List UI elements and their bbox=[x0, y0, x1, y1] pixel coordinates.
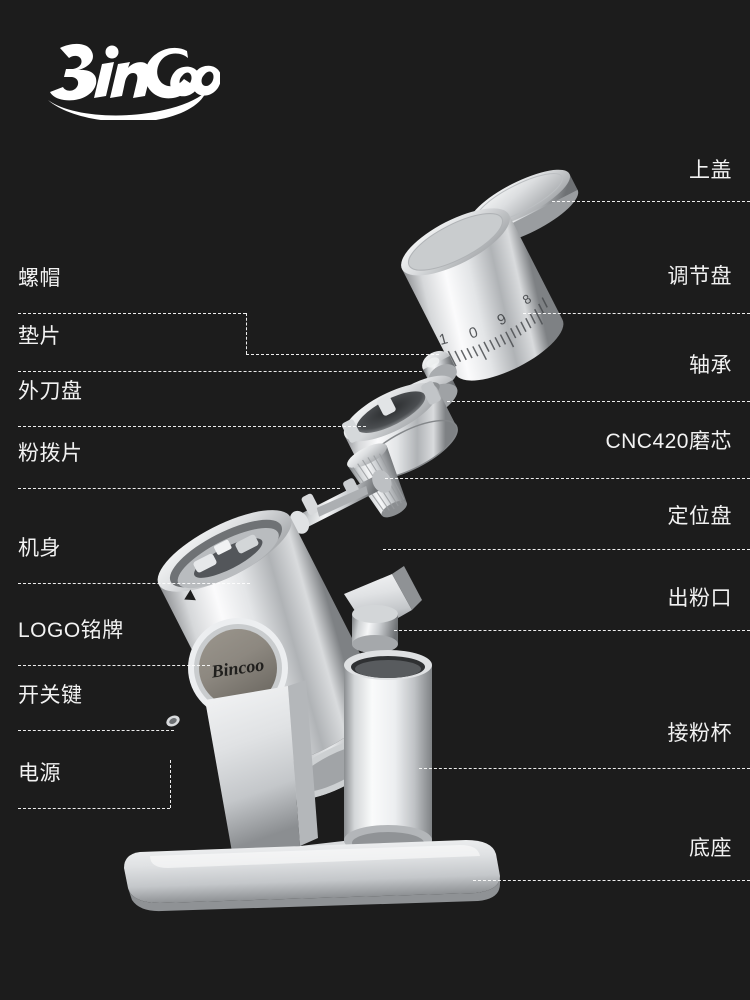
label-sweeper: 粉拨片 bbox=[18, 442, 83, 465]
leader-sweeper bbox=[18, 488, 340, 489]
index-marker bbox=[184, 589, 196, 601]
label-burr-core: CNC420磨芯 bbox=[605, 430, 732, 453]
leader-washer bbox=[18, 371, 422, 372]
leader-body bbox=[18, 583, 250, 584]
part-base bbox=[124, 840, 500, 912]
part-adjust-dial: 1 0 9 8 bbox=[401, 208, 564, 381]
label-adjust-dial: 调节盘 bbox=[667, 265, 732, 288]
part-sweeper bbox=[289, 469, 392, 534]
label-catch-cup: 接粉杯 bbox=[667, 722, 732, 745]
label-base: 底座 bbox=[689, 837, 732, 860]
label-washer: 垫片 bbox=[18, 325, 61, 348]
leader-burr-core bbox=[385, 478, 750, 479]
leader-outer-burr bbox=[18, 426, 366, 427]
dial-scale: 1 0 9 8 bbox=[437, 291, 548, 367]
leader-power-switch bbox=[18, 730, 174, 731]
leader-top-lid bbox=[552, 201, 750, 202]
leader-nut-h1 bbox=[18, 313, 246, 314]
leader-base bbox=[473, 880, 750, 881]
leader-outlet bbox=[394, 630, 750, 631]
part-catch-cup bbox=[344, 650, 432, 855]
label-outer-burr: 外刀盘 bbox=[18, 380, 83, 403]
bincoo-logo bbox=[30, 34, 220, 120]
part-outlet bbox=[344, 566, 422, 653]
label-nut: 螺帽 bbox=[18, 267, 61, 290]
label-power-switch: 开关键 bbox=[18, 684, 83, 707]
leader-logo-plate bbox=[18, 665, 210, 666]
part-power-switch bbox=[166, 715, 180, 727]
leader-catch-cup bbox=[419, 768, 750, 769]
leader-nut-v bbox=[246, 313, 247, 354]
leader-bearing bbox=[447, 401, 750, 402]
leader-power-v bbox=[170, 760, 171, 808]
leader-adjust-dial bbox=[523, 313, 750, 314]
label-power: 电源 bbox=[18, 762, 61, 785]
label-body: 机身 bbox=[18, 537, 61, 560]
part-locating-plate bbox=[177, 527, 279, 589]
label-locating: 定位盘 bbox=[667, 505, 732, 528]
leader-locating bbox=[383, 549, 750, 550]
label-outlet: 出粉口 bbox=[667, 587, 732, 610]
label-bearing: 轴承 bbox=[689, 354, 732, 377]
leader-power-h bbox=[18, 808, 170, 809]
leader-nut-h2 bbox=[246, 354, 439, 355]
label-top-lid: 上盖 bbox=[689, 159, 732, 182]
label-logo-plate: LOGO铭牌 bbox=[18, 619, 124, 642]
